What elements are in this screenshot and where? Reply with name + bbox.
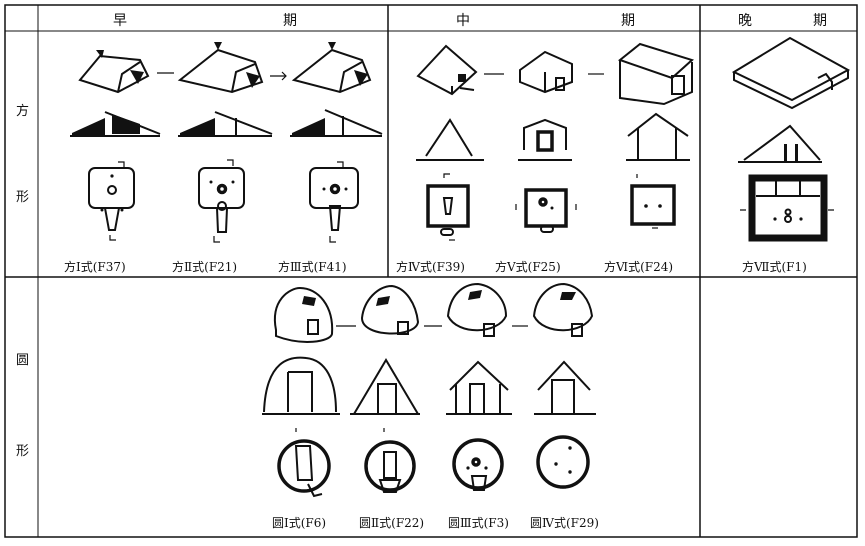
- square-type-5-drawings: [515, 50, 577, 233]
- caption-round-type-2: 圆Ⅱ式(F22): [359, 516, 425, 530]
- header-middle-char2: 期: [621, 13, 635, 29]
- caption-round-type-4: 圆Ⅳ式(F29): [530, 516, 599, 530]
- header-early-char1: 早: [113, 13, 127, 29]
- caption-square-type-6: 方Ⅵ式(F24): [604, 260, 674, 274]
- header-late-char1: 晚: [738, 13, 752, 29]
- caption-square-type-3: 方Ⅲ式(F41): [278, 260, 347, 274]
- caption-square-type-5: 方Ⅴ式(F25): [495, 260, 561, 274]
- round-type-4-drawings: [532, 282, 596, 489]
- header-early-char2: 期: [283, 13, 297, 29]
- caption-round-type-3: 圆Ⅲ式(F3): [448, 516, 509, 530]
- caption-square-type-7: 方Ⅶ式(F1): [742, 260, 807, 274]
- square-type-6-drawings: [617, 42, 694, 229]
- row-round-char1: 圆: [16, 353, 30, 368]
- caption-round-type-1: 圆Ⅰ式(F6): [272, 516, 327, 530]
- caption-square-type-2: 方Ⅱ式(F21): [172, 260, 238, 274]
- row-round-char2: 形: [16, 444, 30, 459]
- caption-square-type-4: 方Ⅳ式(F39): [396, 260, 465, 274]
- square-type-1-drawings: [70, 50, 161, 241]
- square-type-2-drawings: [177, 42, 273, 243]
- round-type-2-drawings: [350, 284, 420, 493]
- row-square-char1: 方: [16, 104, 30, 119]
- round-type-3-drawings: [446, 282, 512, 491]
- square-type-4-drawings: [416, 44, 484, 241]
- square-type-7-drawings: [731, 36, 851, 242]
- caption-square-type-1: 方Ⅰ式(F37): [64, 260, 126, 274]
- header-middle-char1: 中: [456, 13, 470, 29]
- header-late-char2: 期: [813, 13, 827, 29]
- square-type-3-drawings: [290, 42, 383, 243]
- round-type-1-drawings: [262, 286, 340, 498]
- row-square-char2: 形: [16, 190, 30, 205]
